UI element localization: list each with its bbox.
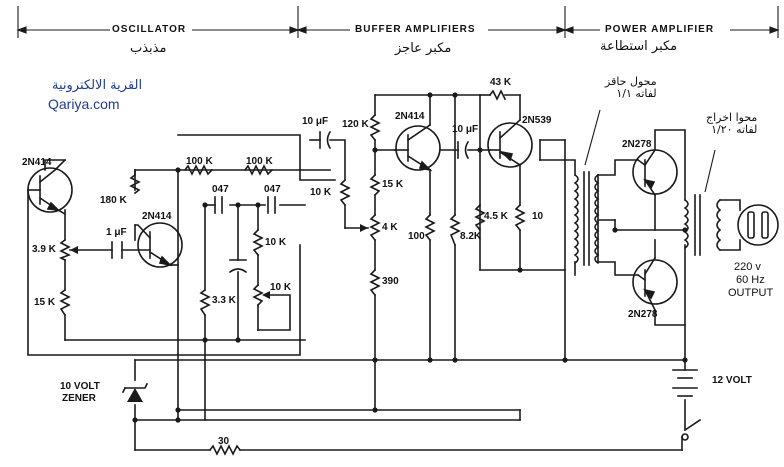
c-047-a-label: 047 bbox=[212, 184, 229, 195]
q6-label: 2N278 bbox=[628, 309, 658, 320]
resistor-120k bbox=[369, 113, 381, 142]
r-10k-b-label: 10 K bbox=[270, 282, 292, 293]
switch bbox=[681, 433, 689, 441]
transistors bbox=[27, 118, 678, 312]
buffer-amplifiers-label: BUFFER AMPLIFIERS bbox=[355, 24, 476, 35]
q2-label: 2N414 bbox=[142, 211, 172, 222]
zener-label-line-1: 10 VOLT bbox=[60, 381, 100, 392]
zener-label-line-2: ZENER bbox=[62, 393, 96, 404]
resistor-180k bbox=[129, 169, 141, 195]
r-100k-b-label: 100 K bbox=[246, 156, 273, 167]
oscillator-arabic-label: مذبذب bbox=[130, 41, 167, 56]
output-transformer-label: محوا اخراج لفاته ١/٢٠ bbox=[706, 111, 758, 137]
r-10k-c-label: 10 K bbox=[310, 187, 332, 198]
c-1uf-label: 1 μF bbox=[106, 227, 127, 238]
resistor-10k-c bbox=[339, 178, 351, 207]
r-4k-label: 4 K bbox=[382, 222, 398, 233]
resistor-100 bbox=[424, 213, 436, 242]
watermark-arabic: القرية الالكترونية bbox=[52, 78, 143, 93]
watermark-latin: Qariya.com bbox=[48, 96, 120, 112]
battery bbox=[672, 369, 698, 397]
resistor-15k-mid bbox=[369, 173, 381, 197]
r-10-label: 10 bbox=[532, 211, 544, 222]
power-arabic-label: مكبر استطاعة bbox=[600, 39, 678, 54]
output-transformer-line-2: لفاته ١/٢٠ bbox=[711, 123, 758, 137]
output-voltage: 220 v bbox=[734, 261, 761, 273]
resistor-15k-left bbox=[59, 288, 71, 317]
section-dividers bbox=[16, 6, 780, 38]
q1-label: 2N414 bbox=[22, 157, 52, 168]
r-100k-a-label: 100 K bbox=[186, 156, 213, 167]
r-120k-label: 120 K bbox=[342, 119, 369, 130]
oscillator-label: OSCILLATOR bbox=[112, 24, 187, 35]
output-frequency: 60 Hz bbox=[736, 274, 765, 286]
r-390-label: 390 bbox=[382, 276, 399, 287]
r-30-label: 30 bbox=[218, 436, 230, 447]
c-047-b-label: 047 bbox=[264, 184, 281, 195]
resistor-10 bbox=[514, 203, 526, 232]
resistors bbox=[59, 89, 526, 456]
resistor-100k-a bbox=[183, 164, 214, 176]
output-label: OUTPUT bbox=[728, 287, 774, 299]
r-180k-label: 180 K bbox=[100, 195, 127, 206]
c-10uf-a-label: 10 μF bbox=[302, 116, 329, 127]
resistor-100k-b bbox=[243, 164, 274, 176]
battery-label: 12 VOLT bbox=[712, 375, 752, 386]
wires bbox=[27, 94, 741, 451]
r-33k-label: 3.3 K bbox=[212, 295, 236, 306]
r-15k-mid-label: 15 K bbox=[382, 179, 404, 190]
resistor-390 bbox=[369, 268, 381, 297]
driver-transformer-line-1: محول حاقز bbox=[605, 75, 657, 88]
r-45k-label: 4.5 K bbox=[484, 211, 508, 222]
r-15k-left-label: 15 K bbox=[34, 297, 56, 308]
output-socket bbox=[737, 204, 779, 246]
resistor-10k-pot bbox=[252, 283, 264, 307]
r-43k-label: 43 K bbox=[490, 77, 512, 88]
q5-label: 2N278 bbox=[622, 139, 652, 150]
resistor-43k bbox=[488, 89, 507, 101]
transformers bbox=[573, 171, 722, 266]
resistor-82k bbox=[449, 213, 461, 247]
q4-label: 2N539 bbox=[522, 115, 552, 126]
output-transformer-line-1: محوا اخراج bbox=[706, 111, 758, 124]
resistor-4k bbox=[369, 213, 381, 242]
q3-label: 2N414 bbox=[395, 111, 425, 122]
power-amplifier-label: POWER AMPLIFIER bbox=[605, 24, 715, 35]
r-10k-a-label: 10 K bbox=[265, 237, 287, 248]
c-10uf-b-label: 10 μF bbox=[452, 124, 479, 135]
zener-diode bbox=[121, 382, 149, 402]
junction-dots bbox=[132, 92, 688, 423]
buffer-arabic-label: مكبر عاجز bbox=[395, 41, 452, 56]
driver-transformer-label: محول حاقز لفاته ١/١ bbox=[605, 75, 657, 101]
resistor-30 bbox=[208, 444, 242, 456]
resistor-10k-a bbox=[252, 228, 264, 257]
r-82k-label: 8.2K bbox=[460, 231, 482, 242]
capacitors bbox=[111, 130, 470, 274]
pot-wipers bbox=[70, 224, 368, 299]
driver-transformer-line-2: لفاته ١/١ bbox=[616, 87, 657, 101]
resistor-45k bbox=[474, 203, 486, 232]
resistor-39k bbox=[59, 238, 71, 262]
r-100-label: 100 bbox=[408, 231, 425, 242]
r-39k-label: 3.9 K bbox=[32, 244, 56, 255]
annotation-pointers bbox=[584, 109, 716, 193]
resistor-33k bbox=[199, 288, 211, 317]
